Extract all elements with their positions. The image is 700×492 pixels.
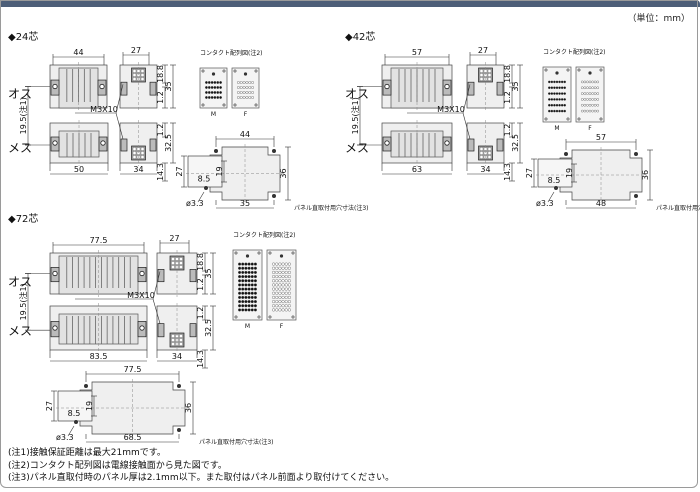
panel-outer-dim: 36 [184,403,193,413]
panel-height-dim: 27 [45,401,54,411]
panel-offset-dim: 8.5 [198,175,211,184]
panel-pitch-dim: 48 [596,199,606,208]
male-h2-dim: 1.2 [156,91,165,104]
female-label: メス [345,141,369,155]
male-label: オス [345,87,369,101]
male-width-dim: 57 [412,48,422,57]
female-bottom-dim: 14.3 [196,350,205,368]
contact-diagram-title: コンタクト配列図(注2) [200,49,263,57]
panel-width-dim: 77.5 [124,365,142,374]
panel-offset-dim: 8.5 [548,176,561,185]
panel-pitch-dim: 35 [240,199,250,208]
female-bottom-dim: 14.3 [156,163,165,181]
contact-f-label: F [588,125,592,132]
female-label: メス [8,141,32,155]
side-width-dim: 27 [169,234,179,243]
section-title: ◆42芯 [345,30,375,43]
female-h1-dim: 1.2 [156,124,165,137]
section-title: ◆24芯 [8,30,38,43]
header-bar [0,0,700,7]
screw-label: M3X10 [90,105,118,114]
contact-f-label: F [244,111,248,118]
female-h1-dim: 1.2 [503,124,512,137]
side-width-dim: 27 [478,46,488,55]
contact-f-label: F [280,323,284,330]
female-bottom-dim: 14.3 [503,163,512,181]
female-side-dim: 34 [480,165,490,174]
panel-height-dim: 27 [175,166,184,176]
female-label: メス [8,324,32,338]
female-width-dim: 63 [412,165,422,174]
contact-diagram-title: コンタクト配列図(注2) [543,48,606,56]
screw-label: M3X10 [437,105,465,114]
contact-m-label: M [211,111,216,118]
female-height-dim: 32.5 [164,134,173,152]
panel-width-dim: 57 [596,133,606,142]
male-height-dim: 35 [204,268,213,278]
female-width-dim: 83.5 [90,352,108,361]
panel-outer-dim: 36 [641,170,650,180]
panel-label: パネル直取付用穴寸法(注3) [199,438,274,446]
panel-offset-dim: 8.5 [68,409,81,418]
unit-label: （単位：mm） [627,14,690,24]
panel-label: パネル直取付用穴寸法(注3) [294,204,369,212]
contact-diagram-title: コンタクト配列図(注2) [233,231,296,239]
male-height-dim: 35 [164,81,173,91]
panel-pitch-dim: 68.5 [124,433,142,442]
panel-hole-dim: ø3.3 [186,199,204,208]
panel-hole-dim: ø3.3 [536,199,554,208]
male-h1-dim: 18.8 [156,65,165,83]
female-h1-dim: 1.2 [196,307,205,320]
panel-inner-dim: 19 [85,401,94,411]
female-side-dim: 34 [172,352,182,361]
male-width-dim: 44 [73,48,83,57]
side-width-dim: 27 [131,46,141,55]
contact-m-label: M [245,323,250,330]
male-label: オス [8,87,32,101]
male-height-dim: 35 [511,81,520,91]
female-side-dim: 34 [133,165,143,174]
note-1: (注1)接触保証距離は最大21mmです。 [8,448,166,458]
female-height-dim: 32.5 [204,319,213,337]
male-label: オス [8,275,32,289]
male-width-dim: 77.5 [90,236,108,245]
panel-height-dim: 27 [525,168,534,178]
pitch-dim: 19.5(注1) [18,283,28,320]
note-2: (注2)コンタクト配列図は電線接触面から見た図です。 [8,460,227,471]
notes: (注1)接触保証距離は最大21mmです。 (注2)コンタクト配列図は電線接触面か… [8,447,394,485]
panel-inner-dim: 19 [215,166,224,176]
screw-label: M3X10 [127,291,155,300]
male-h1-dim: 18.8 [503,65,512,83]
section-title: ◆72芯 [8,212,38,225]
contact-m-label: M [554,125,559,132]
pitch-dim: 19.5(注1) [18,97,28,134]
panel-outer-dim: 36 [279,168,288,178]
male-h1-dim: 18.8 [196,253,205,271]
note-3: (注3)パネル直取付時のパネル厚は2.1mm以下。また取付はパネル前面より取付け… [8,473,395,483]
panel-inner-dim: 19 [565,168,574,178]
panel-hole-dim: ø3.3 [56,433,74,442]
female-height-dim: 32.5 [511,134,520,152]
panel-width-dim: 44 [240,130,250,139]
female-width-dim: 50 [74,165,84,174]
male-h2-dim: 1.2 [503,91,512,104]
pitch-dim: 19.5(注1) [350,97,360,134]
panel-label: パネル直取付用穴寸法(注3) [656,204,700,212]
male-h2-dim: 1.2 [196,278,205,291]
